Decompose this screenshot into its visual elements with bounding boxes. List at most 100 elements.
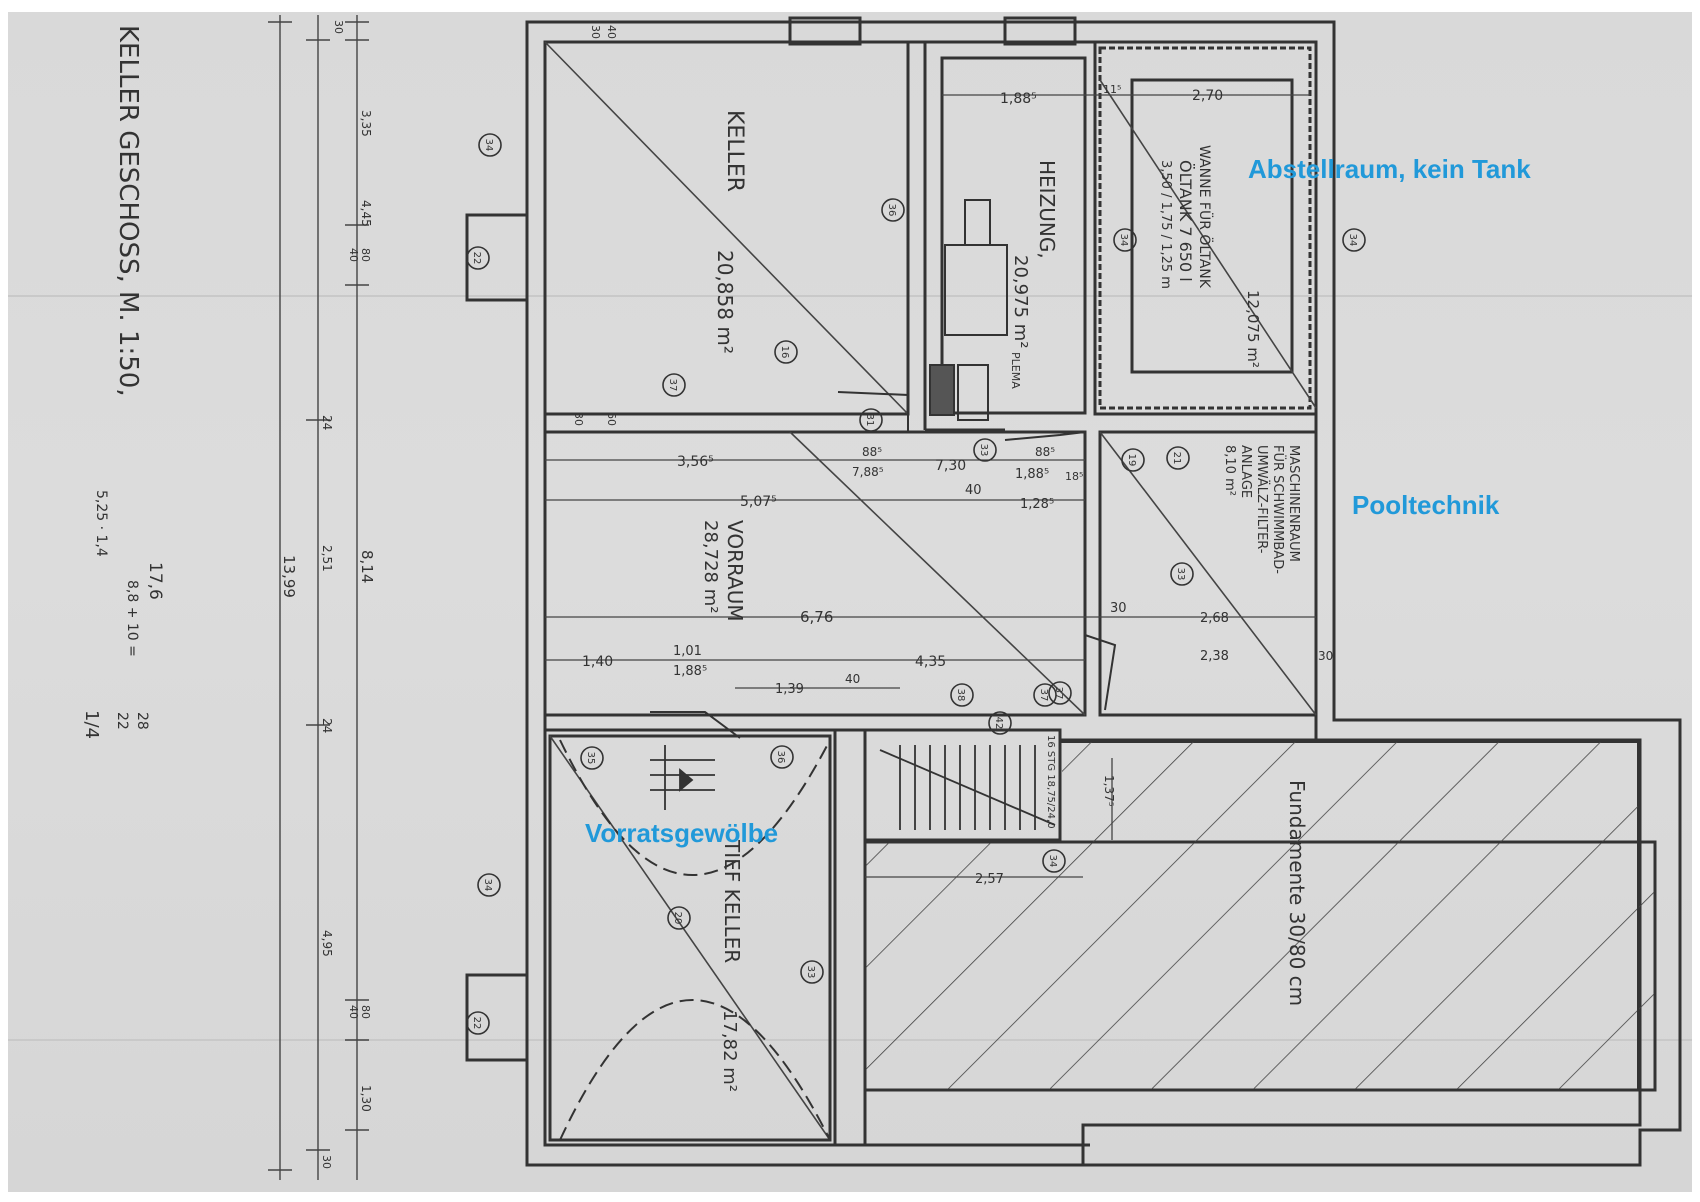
- marker-circle: [800, 960, 824, 984]
- room-labels: KELLER 20,858 m² HEIZUNG, 20,975 m² PLEM…: [700, 110, 1309, 1092]
- vdim-10: 40: [347, 1005, 360, 1019]
- vdim-14: 8,14: [358, 550, 376, 583]
- room-area-keller: 20,858 m²: [713, 250, 737, 354]
- maschinenraum-line-5: 8,10 m²: [1222, 445, 1237, 496]
- marker-15: 42: [988, 711, 1012, 735]
- dim-435: 4,35: [915, 654, 946, 670]
- marker-circle: [770, 745, 794, 769]
- vdim-0: 30: [332, 20, 345, 34]
- title-group: KELLER GESCHOSS, M. 1:50,: [113, 25, 143, 397]
- fundament-label: Fundamente 30/80 cm: [1285, 780, 1309, 1006]
- dim-139: 1,39: [775, 682, 804, 697]
- room-name-tiefkeller: TIEF KELLER: [720, 839, 744, 963]
- vdim-18: 30: [589, 25, 602, 39]
- foundation-hatch: [866, 843, 1654, 1089]
- marker-12: 35: [580, 746, 604, 770]
- marker-circle: [1048, 681, 1072, 705]
- room-name-heizung: HEIZUNG,: [1035, 160, 1059, 259]
- vdim-3: 80: [359, 248, 372, 262]
- room-area-heizung: 20,975 m²: [1010, 255, 1031, 348]
- horizontal-dimension-lines: [545, 94, 1316, 878]
- oeltank-area: 12,075 m²: [1244, 290, 1262, 368]
- marker-label: 35: [585, 752, 596, 765]
- marker-0: 34: [478, 133, 502, 157]
- margin-note-4: 28: [134, 712, 150, 730]
- marker-label: 19: [1126, 454, 1137, 467]
- vdim-12: 30: [320, 1155, 333, 1169]
- marker-label: 37: [1053, 687, 1064, 700]
- maschinenraum-line-2: FÜR SCHWIMMBAD-: [1270, 445, 1287, 574]
- marker-13: 36: [770, 745, 794, 769]
- maschinenraum-line-1: MASCHINENRAUM: [1286, 445, 1301, 562]
- marker-label: 36: [886, 204, 897, 217]
- vertical-dimension-labels: 30 3,35 4,45 80 40 24 2,51 24 4,95 80 40…: [280, 20, 618, 1169]
- marker-circle: [859, 408, 883, 432]
- marker-10: 33: [1170, 562, 1194, 586]
- dim-1885: 1,88⁵: [1000, 91, 1037, 107]
- dim-1885b: 1,88⁵: [1015, 467, 1049, 482]
- vdim-8: 4,95: [320, 930, 334, 957]
- marker-label: 21: [1171, 452, 1182, 465]
- dim-730: 7,30: [935, 458, 966, 474]
- marker-label: 33: [978, 444, 989, 457]
- marker-label: 22: [471, 252, 482, 265]
- dim-5075: 5,07⁵: [740, 494, 777, 510]
- marker-8: 34: [1342, 228, 1366, 252]
- marker-20: 34: [1042, 849, 1066, 873]
- marker-circle: [477, 873, 501, 897]
- vdim-13: 13,99: [280, 555, 298, 598]
- marker-9: 19: [1121, 448, 1145, 472]
- marker-label: 42: [993, 717, 1004, 730]
- dim-885a: 88⁵: [862, 445, 882, 459]
- dim-3565: 3,56⁵: [677, 454, 714, 470]
- marker-circle: [1033, 683, 1057, 707]
- annotation-labels: Abstellraum, kein Tank Pooltechnik Vorra…: [585, 154, 1531, 848]
- stairs: [650, 745, 1056, 830]
- marker-label: 33: [1175, 568, 1186, 581]
- margin-notes: 5,25 · 1,4 17,6 8,8 + 10 = 28 22 1/4: [81, 490, 165, 739]
- oeltank-name: ÖLTANK 7 650 l: [1176, 160, 1195, 282]
- door-swings: [650, 391, 1117, 739]
- marker-label: 34: [482, 879, 493, 892]
- marker-2: 36: [881, 198, 905, 222]
- margin-note-2: 17,6: [145, 562, 165, 600]
- maschinenraum-line-4: ANLAGE: [1238, 445, 1253, 498]
- margin-note-3: 8,8 + 10 =: [124, 580, 140, 657]
- dim-788: 7,88⁵: [852, 465, 884, 479]
- marker-circle: [881, 198, 905, 222]
- oeltank-note: WANNE FÜR ÖLTANK: [1196, 145, 1214, 289]
- dim-270: 2,70: [1192, 88, 1223, 104]
- annotation-abstellraum: Abstellraum, kein Tank: [1248, 154, 1531, 184]
- marker-circle: [1113, 228, 1137, 252]
- marker-label: 34: [1047, 855, 1058, 868]
- marker-circle: [988, 711, 1012, 735]
- marker-label: 31: [864, 414, 875, 427]
- sheet-title: KELLER GESCHOSS, M. 1:50,: [113, 25, 143, 397]
- marker-circle: [1170, 562, 1194, 586]
- marker-circle: [1342, 228, 1366, 252]
- vdim-17: 40: [605, 25, 618, 39]
- room-area-vorraum: 28,728 m²: [700, 520, 721, 613]
- marker-circle: [1166, 446, 1190, 470]
- marker-14: 38: [950, 683, 974, 707]
- marker-22: 21: [1166, 446, 1190, 470]
- marker-5: 31: [859, 408, 883, 432]
- marker-label: 22: [471, 1017, 482, 1030]
- marker-circle: [1042, 849, 1066, 873]
- marker-circle: [1121, 448, 1145, 472]
- dim-268: 2,68: [1200, 611, 1229, 626]
- marker-label: 33: [805, 966, 816, 979]
- vertical-dimension-lines: [268, 15, 369, 1180]
- vdim-1: 3,35: [359, 110, 373, 137]
- marker-11: 37: [1048, 681, 1072, 705]
- dim-40b: 40: [845, 672, 860, 686]
- room-name-keller: KELLER: [722, 110, 747, 192]
- marker-label: 37: [667, 379, 678, 392]
- annotation-pooltechnik: Pooltechnik: [1352, 490, 1500, 520]
- marker-6: 33: [973, 438, 997, 462]
- vdim-7: 24: [320, 718, 334, 733]
- marker-circle: [580, 746, 604, 770]
- margin-note-5: 22: [114, 712, 130, 730]
- foundation-hatch-upper: [1062, 742, 1638, 842]
